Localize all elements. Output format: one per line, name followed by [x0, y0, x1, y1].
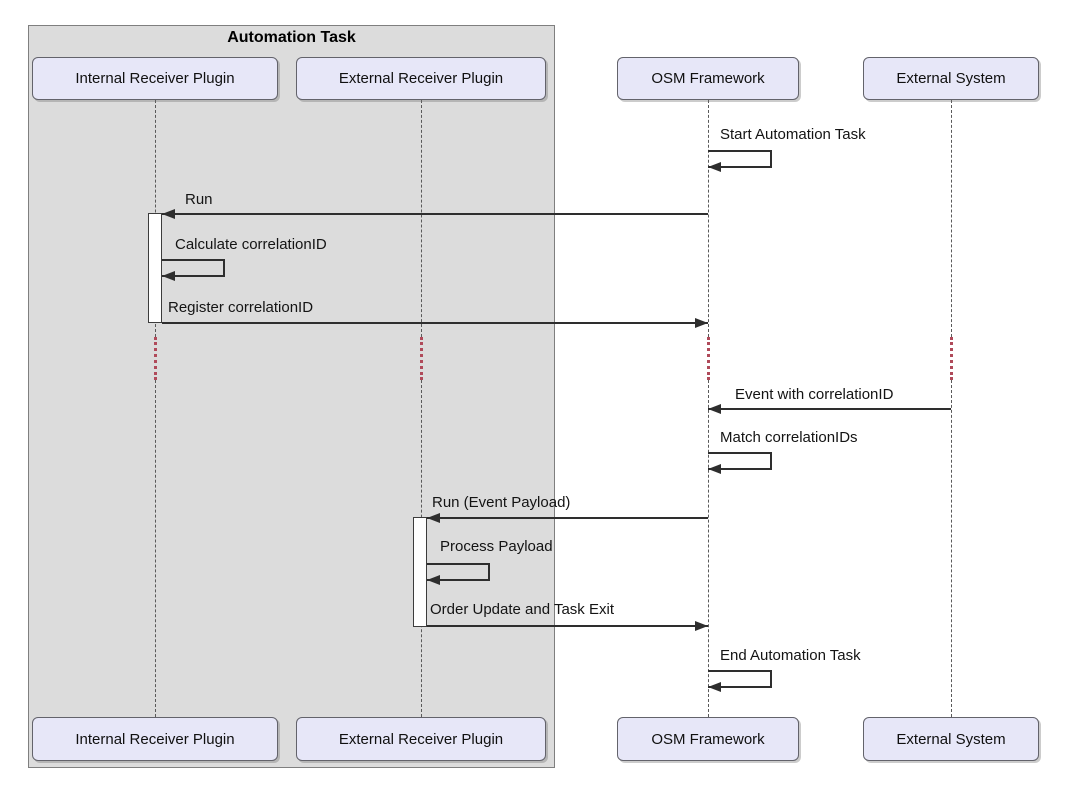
- activation-internal-receiver-plugin: [148, 213, 162, 323]
- lifeline-external-system: [951, 380, 952, 717]
- message-end-automation-task-loop: [708, 670, 772, 688]
- participant-top-external-system: External System: [863, 57, 1039, 100]
- message-label-register-correlationid: Register correlationID: [168, 299, 314, 316]
- message-match-correlationids-loop: [708, 452, 772, 470]
- arrowhead-left-icon: [427, 575, 440, 585]
- message-register-correlationid-line: [162, 322, 708, 324]
- lifeline-osm-framework: [708, 380, 709, 717]
- lifeline-delay-external-receiver-plugin: [420, 337, 423, 380]
- lifeline-delay-external-system: [950, 337, 953, 380]
- message-label-order-update-and-task-exit: Order Update and Task Exit: [430, 601, 614, 618]
- lifeline-delay-internal-receiver-plugin: [154, 337, 157, 380]
- participant-label: External Receiver Plugin: [338, 70, 504, 87]
- frame-title: Automation Task: [227, 29, 356, 46]
- lifeline-internal-receiver-plugin: [155, 380, 156, 717]
- participant-label: External System: [896, 730, 1006, 748]
- arrowhead-right-icon: [695, 318, 708, 328]
- message-calculate-correlationid-loop: [162, 259, 225, 277]
- lifeline-external-system: [951, 100, 952, 337]
- participant-top-external-receiver-plugin: External Receiver Plugin: [296, 57, 546, 100]
- participant-bottom-external-receiver-plugin: External Receiver Plugin: [296, 717, 546, 761]
- message-run-line: [162, 213, 708, 215]
- message-label-end-automation-task: End Automation Task: [720, 647, 861, 664]
- message-process-payload-loop: [427, 563, 490, 581]
- participant-label: Internal Receiver Plugin: [75, 730, 235, 748]
- participant-label: Internal Receiver Plugin: [75, 70, 235, 87]
- arrowhead-left-icon: [427, 513, 440, 523]
- message-order-update-and-task-exit-line: [427, 625, 708, 627]
- participant-label: External System: [896, 70, 1006, 87]
- arrowhead-left-icon: [708, 162, 721, 172]
- message-event-with-correlationid-line: [708, 408, 951, 410]
- participant-label: OSM Framework: [651, 70, 765, 87]
- lifeline-external-receiver-plugin: [421, 100, 422, 337]
- arrowhead-right-icon: [695, 621, 708, 631]
- message-run-event-payload-line: [427, 517, 708, 519]
- message-label-process-payload: Process Payload: [440, 538, 553, 555]
- message-label-calculate-correlationid: Calculate correlationID: [175, 236, 327, 253]
- participant-top-internal-receiver-plugin: Internal Receiver Plugin: [32, 57, 278, 100]
- message-label-match-correlationids: Match correlationIDs: [720, 429, 858, 446]
- participant-bottom-osm-framework: OSM Framework: [617, 717, 799, 761]
- arrowhead-left-icon: [708, 404, 721, 414]
- message-start-automation-task-loop: [708, 150, 772, 168]
- participant-label: External Receiver Plugin: [338, 730, 504, 748]
- arrowhead-left-icon: [162, 209, 175, 219]
- arrowhead-left-icon: [708, 682, 721, 692]
- participant-bottom-internal-receiver-plugin: Internal Receiver Plugin: [32, 717, 278, 761]
- lifeline-osm-framework: [708, 100, 709, 337]
- message-label-run: Run: [185, 191, 213, 208]
- automation-task-frame: [28, 25, 555, 768]
- participant-bottom-external-system: External System: [863, 717, 1039, 761]
- arrowhead-left-icon: [708, 464, 721, 474]
- activation-external-receiver-plugin: [413, 517, 427, 627]
- participant-label: OSM Framework: [651, 730, 765, 748]
- message-label-run-event-payload: Run (Event Payload): [432, 494, 571, 511]
- message-label-start-automation-task: Start Automation Task: [720, 126, 866, 143]
- participant-top-osm-framework: OSM Framework: [617, 57, 799, 100]
- arrowhead-left-icon: [162, 271, 175, 281]
- lifeline-delay-osm-framework: [707, 337, 710, 380]
- message-label-event-with-correlationid: Event with correlationID: [735, 386, 894, 403]
